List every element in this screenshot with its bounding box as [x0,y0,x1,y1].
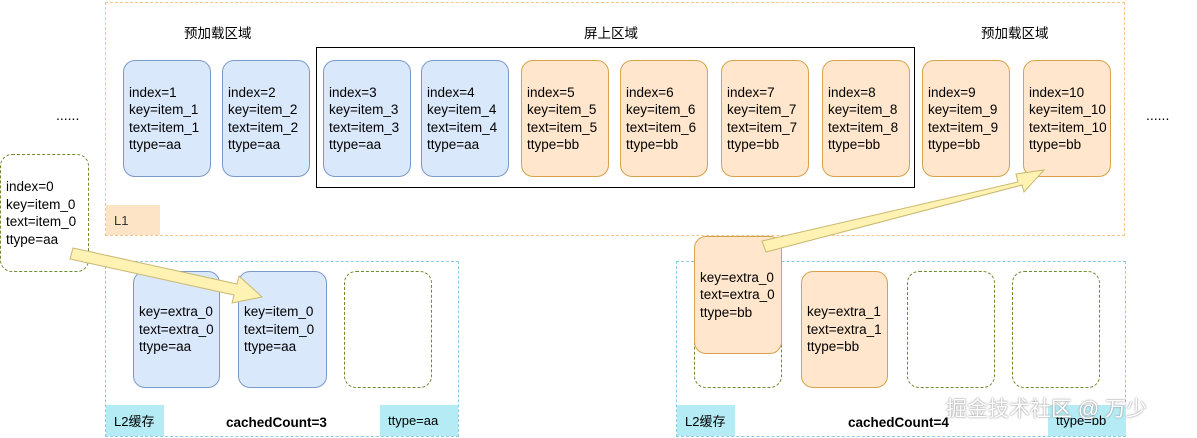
empty-cache-slot [1012,271,1100,388]
card-text: text=extra_0 [139,321,214,337]
card-ttype: ttype=aa [6,231,59,247]
l2-cache-tag-left: L2缓存 [106,405,164,436]
l2-cache-left-region [105,261,459,437]
card-ttype: ttype=aa [129,137,182,152]
card-ttype: ttype=bb [527,137,580,152]
arrow-to-screen [761,169,1046,253]
card-text: text=item_0 [6,214,77,229]
card-text: text=item_9 [928,119,999,135]
arrow-to-cache [69,247,264,304]
watermark-text: 掘金技术社区 @ 万少 [946,398,1147,421]
card-index: index=3 [329,84,377,100]
list-item-card: index=8 key=item_8 text=item_8 ttype=bb [822,60,910,177]
card-key: key=item_0 [6,196,76,212]
card-index: index=4 [427,84,475,100]
l1-tag: L1 [106,205,160,235]
ellipsis-left: ...... [56,107,80,123]
list-item-card: index=6 key=item_6 text=item_6 ttype=bb [620,60,708,177]
card-ttype: ttype=bb [928,137,981,152]
ellipsis-right: ...... [1146,107,1170,123]
card-index: index=6 [626,84,674,100]
card-ttype: ttype=bb [700,304,753,320]
card-key: key=item_5 [527,102,597,117]
card-index: index=5 [527,84,575,100]
right-preload-title: 预加载区域 [981,26,1049,41]
card-index: index=7 [727,84,775,100]
card-ttype: ttype=aa [228,137,281,152]
card-ttype: ttype=aa [244,339,297,355]
card-text: text=item_2 [228,119,299,135]
card-ttype: ttype=bb [727,137,780,152]
card-index: index=8 [828,84,876,100]
card-text: text=item_7 [727,119,798,135]
cached-count-left: cachedCount=3 [226,415,327,430]
card-index: index=1 [129,84,177,100]
on-screen-area [316,47,915,188]
l1-region [105,2,1125,236]
l2-cache-right-region [676,261,1126,437]
list-item-card: index=2 key=item_2 text=item_2 ttype=aa [222,60,310,177]
card-key: key=item_9 [928,102,998,117]
card-key: key=item_8 [828,102,898,117]
ttype-tag-right: ttype=bb [1048,405,1126,436]
left-preload-title: 预加载区域 [184,26,252,41]
card-text: text=item_5 [527,119,598,135]
card-key: key=extra_0 [700,269,774,285]
card-text: text=item_3 [329,119,400,135]
card-key: key=item_4 [427,102,497,117]
empty-cache-slot [344,271,432,388]
card-ttype: ttype=bb [828,137,881,152]
list-item-card: index=10 key=item_10 text=item_10 ttype=… [1023,60,1111,177]
card-index: index=0 [6,179,54,194]
card-key: key=extra_1 [807,304,881,320]
card-text: text=item_0 [244,321,315,337]
card-ttype: ttype=aa [139,339,192,355]
cache-item-card: key=extra_1 text=extra_1 ttype=bb [801,271,888,388]
card-key: key=item_2 [228,102,298,117]
ttype-tag-left: ttype=aa [380,405,458,436]
card-text: text=item_6 [626,119,697,135]
cache-item-card: key=extra_0 text=extra_0 ttype=aa [133,271,220,388]
cache-item-card: key=item_0 text=item_0 ttype=aa [238,271,327,388]
card-index: index=2 [228,84,276,100]
cached-count-right: cachedCount=4 [848,415,949,430]
card-ttype: ttype=bb [807,339,860,355]
empty-cache-slot [907,271,995,388]
card-ttype: ttype=aa [427,137,480,152]
card-text: text=item_10 [1029,119,1107,135]
card-key: key=item_10 [1029,102,1106,117]
card-text: text=item_4 [427,119,498,135]
list-item-card: index=9 key=item_9 text=item_9 ttype=bb [922,60,1010,177]
card-text: text=item_1 [129,119,200,135]
list-item-card: index=5 key=item_5 text=item_5 ttype=bb [521,60,609,177]
on-screen-title: 屏上区域 [584,26,638,41]
list-item-card: index=7 key=item_7 text=item_7 ttype=bb [721,60,809,177]
card-key: key=extra_0 [139,304,213,320]
list-item-card: index=3 key=item_3 text=item_3 ttype=aa [323,60,411,177]
card-key: key=item_3 [329,102,399,117]
l2-cache-tag-right: L2缓存 [677,405,735,436]
card-index: index=10 [1029,84,1085,100]
card-ttype: ttype=aa [329,137,382,152]
card-text: text=extra_1 [807,321,882,337]
card-key: key=item_1 [129,102,199,117]
list-item-card: index=4 key=item_4 text=item_4 ttype=aa [421,60,509,177]
card-text: text=item_8 [828,119,899,135]
card-key: key=item_6 [626,102,696,117]
card-text: text=extra_0 [700,287,775,303]
card-key: key=item_0 [244,304,314,320]
card-index: index=9 [928,84,976,100]
moving-cache-item-card: key=extra_0 text=extra_0 ttype=bb [694,236,782,354]
card-ttype: ttype=bb [1029,137,1082,152]
card-key: key=item_7 [727,102,797,117]
list-item-card: index=1 key=item_1 text=item_1 ttype=aa [123,60,211,177]
card-ttype: ttype=bb [626,137,679,152]
